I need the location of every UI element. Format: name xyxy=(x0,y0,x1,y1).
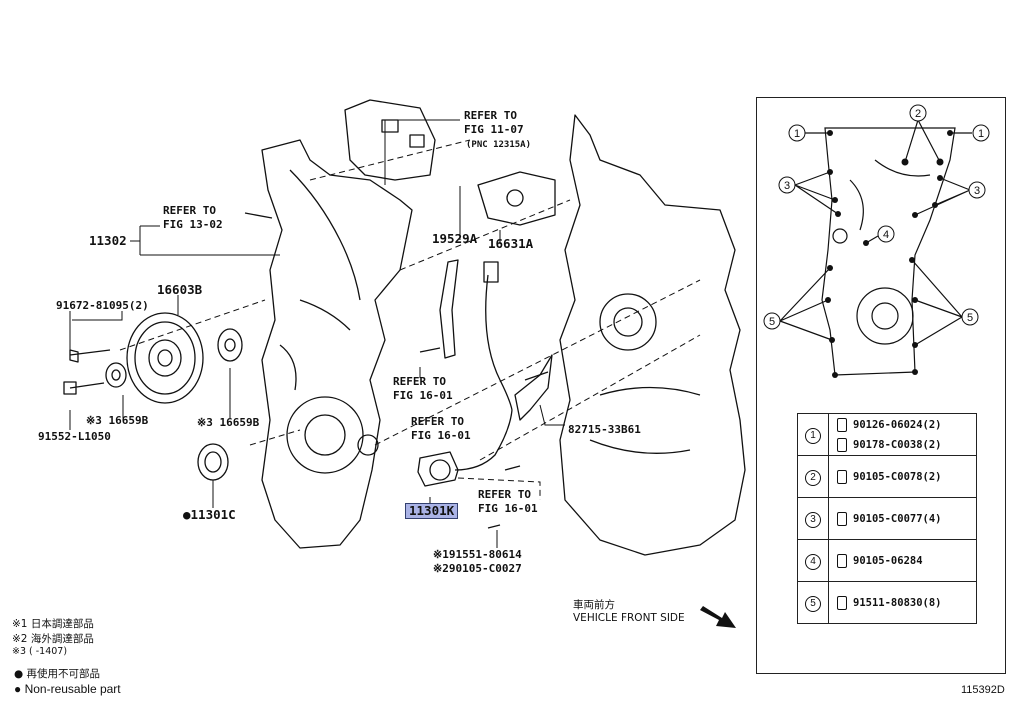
bolt-91552 xyxy=(63,381,105,395)
inset-callout-1-left: 1 xyxy=(794,128,800,140)
label-part-16631a: 16631A xyxy=(488,236,534,251)
crank-pulley xyxy=(126,312,204,404)
fastener-table: 1 90126-06024(2) 90178-C0038(2) 2 90105-… xyxy=(797,413,977,624)
label-refer-fig-16-01-a-line1: REFER TO xyxy=(393,375,446,388)
inset-callout-4: 4 xyxy=(883,229,889,241)
label-refer-fig-16-01-c-line2: FIG 16-01 xyxy=(478,502,538,515)
row-num: 1 xyxy=(805,428,821,444)
engine-mount-bracket xyxy=(344,99,436,181)
part-number: 90126-06024(2) xyxy=(853,418,942,431)
label-part-191551: ※191551-80614 xyxy=(433,548,522,561)
table-row: 1 90126-06024(2) 90178-C0038(2) xyxy=(797,413,977,456)
oil-seal xyxy=(197,443,229,481)
row-num: 4 xyxy=(805,554,821,570)
part-number: 91511-80830(8) xyxy=(853,596,942,609)
label-part-11301k-highlighted[interactable]: 11301K xyxy=(405,503,459,519)
guide-19529a xyxy=(439,259,459,359)
bolt-icon xyxy=(837,469,847,484)
label-vehicle-front-en: VEHICLE FRONT SIDE xyxy=(573,612,685,624)
label-refer-fig-13-02-line2: FIG 13-02 xyxy=(163,218,223,231)
inset-callout-5-right: 5 xyxy=(967,312,973,324)
part-number: 90105-C0078(2) xyxy=(853,470,942,483)
washer-b xyxy=(217,328,243,362)
bracket-82715 xyxy=(514,354,553,421)
water-pump-boss xyxy=(599,293,657,351)
nut-icon xyxy=(837,437,847,452)
legend-note-2: ※2 海外調達部品 xyxy=(12,633,94,645)
label-part-11302: 11302 xyxy=(89,233,127,248)
idler-bracket-16631a xyxy=(477,171,556,226)
legend-nonreusable-en: ● Non-reusable part xyxy=(14,682,121,696)
label-refer-fig-16-01-b-line2: FIG 16-01 xyxy=(411,429,471,442)
row-num: 3 xyxy=(805,512,821,528)
engine-block-outline xyxy=(559,114,746,556)
inset-cover-outline xyxy=(821,127,956,376)
label-part-16659b-right: ※3 16659B xyxy=(197,416,260,429)
part-number: 90178-C0038(2) xyxy=(853,438,942,451)
label-refer-fig-11-07-line1: REFER TO xyxy=(464,109,517,122)
bolt-icon xyxy=(837,511,847,526)
label-vehicle-front-jp: 車両前方 xyxy=(573,599,615,611)
row-num: 2 xyxy=(805,470,821,486)
inset-callout-2: 2 xyxy=(915,108,921,120)
inset-callout-1-right: 1 xyxy=(978,128,984,140)
label-part-11301c: ●11301C xyxy=(183,507,236,522)
label-refer-fig-11-07-line2: FIG 11-07 xyxy=(464,123,524,136)
table-row: 3 90105-C0077(4) xyxy=(797,497,977,540)
label-part-16659b-left: ※3 16659B xyxy=(86,414,149,427)
bolt-icon xyxy=(837,417,847,432)
inset-callout-3-right: 3 xyxy=(974,185,980,197)
timing-cover-outline xyxy=(261,139,413,549)
ocv-11301k xyxy=(417,451,459,487)
part-number: 90105-06284 xyxy=(853,554,923,567)
row-num: 5 xyxy=(805,596,821,612)
bolt-91672 xyxy=(69,349,111,363)
bolt-fig-13-02 xyxy=(244,212,273,219)
table-row: 5 91511-80830(8) xyxy=(797,581,977,624)
table-row: 2 90105-C0078(2) xyxy=(797,455,977,498)
label-part-16603b: 16603B xyxy=(157,282,203,297)
label-refer-fig-13-02-line1: REFER TO xyxy=(163,204,216,217)
table-row: 4 90105-06284 xyxy=(797,539,977,582)
label-part-91552: 91552-L1050 xyxy=(38,430,111,443)
label-refer-fig-11-07-pnc: (PNC 12315A) xyxy=(466,140,532,150)
figure-id: 115392D xyxy=(961,684,1005,696)
inset-frame xyxy=(756,97,1006,674)
label-refer-fig-16-01-c-line1: REFER TO xyxy=(478,488,531,501)
label-part-91672: 91672-81095(2) xyxy=(56,299,149,312)
part-number: 90105-C0077(4) xyxy=(853,512,942,525)
legend-nonreusable-jp: ● 再使用不可部品 xyxy=(14,668,100,680)
inset-callout-3-left: 3 xyxy=(784,180,790,192)
legend-note-1: ※1 日本調達部品 xyxy=(12,618,94,630)
legend-note-3: ※3 ( -1407) xyxy=(12,646,68,657)
label-part-19529a: 19529A xyxy=(432,231,478,246)
inset-callout-5-left: 5 xyxy=(769,316,775,328)
vehicle-front-arrow xyxy=(700,606,736,628)
label-part-290105: ※290105-C0027 xyxy=(433,562,522,575)
label-refer-fig-16-01-a-line2: FIG 16-01 xyxy=(393,389,453,402)
bolt-icon xyxy=(837,553,847,568)
bolt-icon xyxy=(837,595,847,610)
cover-seal-bore xyxy=(286,396,364,474)
label-refer-fig-16-01-b-line1: REFER TO xyxy=(411,415,464,428)
label-part-82715: 82715-33B61 xyxy=(568,423,641,436)
washer-a xyxy=(105,362,127,388)
